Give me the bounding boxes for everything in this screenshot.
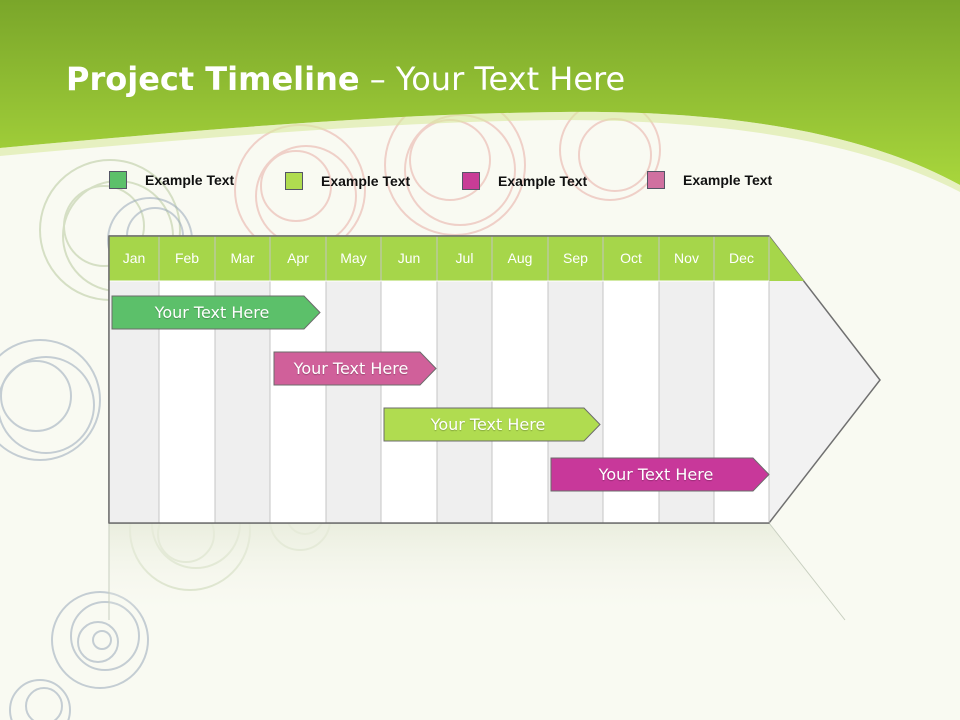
month-column: [492, 281, 548, 523]
title-rest: – Your Text Here: [359, 60, 626, 98]
page-title: Project Timeline – Your Text Here: [66, 60, 625, 98]
task-label: Your Text Here: [293, 359, 409, 378]
month-header-cell: [215, 236, 270, 281]
month-header-cell: [437, 236, 492, 281]
month-label: Jun: [397, 250, 421, 266]
task-bar: [550, 457, 770, 492]
month-header-cell: [659, 236, 714, 281]
legend-item: Example Text: [462, 171, 587, 191]
legend-swatch-lime: [285, 172, 303, 190]
month-header-cell: [109, 236, 159, 281]
legend-swatch-green: [109, 171, 127, 189]
legend-item: Example Text: [647, 170, 772, 190]
month-header-cell: [159, 236, 215, 281]
task-bar: [273, 351, 437, 386]
month-column: [326, 281, 381, 523]
timeline-arrow-cap: [769, 236, 804, 281]
legend-label: Example Text: [683, 172, 773, 188]
legend-swatch-pink: [647, 171, 665, 189]
month-header-cell: [714, 236, 769, 281]
legend-label: Example Text: [498, 173, 588, 189]
month-label: Apr: [287, 250, 309, 266]
month-label: Mar: [230, 250, 255, 266]
month-header-cell: [326, 236, 381, 281]
month-column: [381, 281, 437, 523]
task-bar: [383, 407, 601, 442]
header-band: [0, 0, 960, 185]
month-header-cell: [270, 236, 326, 281]
legend-label: Example Text: [321, 173, 411, 189]
task-bar: [111, 295, 321, 330]
month-label: Oct: [620, 250, 642, 266]
legend-item: Example Text: [109, 170, 234, 190]
title-bold: Project Timeline: [66, 60, 360, 98]
month-header-cell: [381, 236, 437, 281]
month-label: May: [340, 250, 367, 266]
month-label: Jul: [455, 250, 474, 266]
task-label: Your Text Here: [598, 465, 714, 484]
month-column: [437, 281, 492, 523]
month-header-cell: [492, 236, 548, 281]
task-label: Your Text Here: [154, 303, 270, 322]
month-header-cell: [603, 236, 659, 281]
month-label: Aug: [507, 250, 533, 266]
month-label: Jan: [122, 250, 146, 266]
month-label: Feb: [174, 250, 200, 266]
month-header-cell: [548, 236, 603, 281]
legend-item: Example Text: [285, 171, 410, 191]
timeline: [108, 235, 881, 621]
timeline-reflection: [109, 523, 845, 620]
task-bars: [111, 295, 770, 492]
task-label: Your Text Here: [430, 415, 546, 434]
header-highlight: [0, 111, 960, 192]
month-label: Dec: [729, 250, 754, 266]
legend-label: Example Text: [145, 172, 235, 188]
legend-swatch-magenta: [462, 172, 480, 190]
month-label: Sep: [563, 250, 588, 266]
month-label: Nov: [674, 250, 699, 266]
